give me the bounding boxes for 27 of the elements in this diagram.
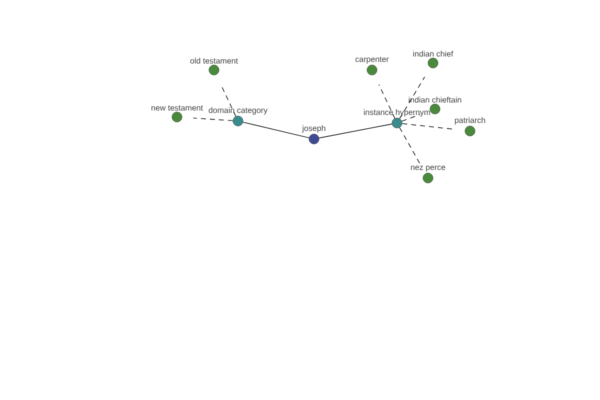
- node-label: nez perce: [410, 166, 446, 172]
- graph-node: carpenter: [355, 56, 389, 76]
- connector-line: [399, 76, 426, 119]
- connector-line: [192, 118, 234, 122]
- node-label: instance hypernym: [364, 109, 430, 117]
- graph-node: patriarch: [454, 117, 486, 136]
- connector-line: [399, 127, 420, 164]
- connector-line: [318, 124, 392, 138]
- node-label: new testament: [152, 105, 203, 111]
- node-label: carpenter: [355, 56, 389, 64]
- graph-node: domain category: [208, 107, 268, 126]
- node-label: domain category: [208, 107, 268, 115]
- node-label: indian chieftain: [408, 96, 462, 103]
- graph-node: instance hypernym: [364, 109, 430, 128]
- graph-node: joseph: [302, 125, 326, 144]
- node-label: patriarch: [454, 117, 486, 125]
- connector-line: [402, 123, 454, 130]
- node-label: old testament: [190, 58, 238, 64]
- connector-line: [378, 84, 396, 119]
- graph-node: new testament: [152, 105, 203, 122]
- node-label: indian chief: [413, 50, 454, 57]
- connector-line: [242, 122, 310, 138]
- graph-node: nez perce: [410, 166, 446, 184]
- connector-line: [402, 114, 420, 122]
- graph-node: old testament: [190, 58, 238, 76]
- graph-node: indian chief: [413, 50, 454, 68]
- node-label: joseph: [302, 125, 326, 133]
